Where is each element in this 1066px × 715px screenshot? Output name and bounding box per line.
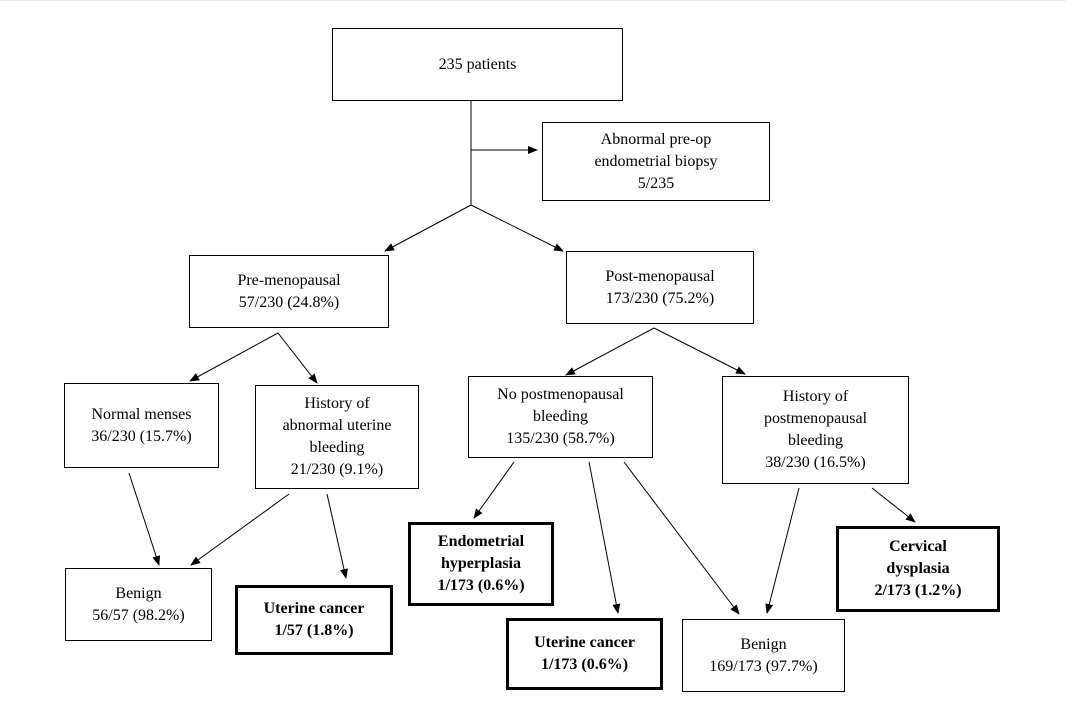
box-text: Uterine cancer: [534, 634, 635, 651]
box-text: Uterine cancer: [263, 600, 365, 617]
box-text: 169/173 (97.7%): [709, 657, 818, 675]
box-text: Abnormal pre-op: [600, 130, 712, 148]
box-no-postmenopausal-bleeding: No postmenopausal bleeding 135/230 (58.7…: [468, 376, 653, 458]
arrow-pmb-to-cervical: [871, 487, 916, 523]
box-text: hyperplasia: [440, 555, 521, 572]
arrow-aub-to-cancer: [326, 493, 348, 579]
arrow-to-pre: [384, 204, 472, 252]
box-uterine-cancer-post: Uterine cancer 1/173 (0.6%): [506, 618, 663, 690]
box-text: 173/230 (75.2%): [605, 289, 715, 307]
box-text: 21/230 (9.1%): [290, 461, 384, 478]
arrow-to-nopmb: [565, 327, 655, 376]
box-text: No postmenopausal: [497, 386, 624, 403]
box-pre-menopausal: Pre-menopausal 57/230 (24.8%): [189, 255, 389, 328]
box-text: 1/173 (0.6%): [540, 656, 629, 673]
box-text: 1/57 (1.8%): [274, 622, 354, 639]
box-text: 5/235: [637, 174, 675, 192]
box-abnormal-biopsy: Abnormal pre-op endometrial biopsy 5/235: [542, 122, 770, 201]
box-text: 135/230 (58.7%): [506, 430, 615, 447]
arrow-to-normal: [189, 332, 279, 382]
arrow-nopmb-to-benign: [623, 461, 740, 615]
box-text: History of: [782, 388, 849, 405]
box-text: bleeding: [532, 408, 589, 425]
box-text: 235 patients: [438, 55, 517, 73]
box-endometrial-hyperplasia: Endometrial hyperplasia 1/173 (0.6%): [408, 522, 554, 606]
box-text: Pre-menopausal: [237, 271, 341, 289]
box-post-menopausal: Post-menopausal 173/230 (75.2%): [566, 251, 754, 324]
arrow-nopmb-to-cancer: [588, 461, 621, 614]
box-total-patients: 235 patients: [332, 28, 623, 101]
box-text: Benign: [740, 635, 787, 653]
box-text: postmenopausal: [763, 410, 868, 427]
box-normal-menses: Normal menses 36/230 (15.7%): [64, 383, 219, 468]
box-benign-post: Benign 169/173 (97.7%): [682, 619, 845, 692]
box-text: 1/173 (0.6%): [437, 577, 525, 594]
arrow-to-pmb: [653, 327, 746, 375]
box-uterine-cancer-pre: Uterine cancer 1/57 (1.8%): [235, 585, 393, 655]
box-text: bleeding: [787, 432, 844, 449]
box-cervical-dysplasia: Cervical dysplasia 2/173 (1.2%): [836, 526, 1000, 612]
box-text: Benign: [115, 584, 162, 602]
arrow-pmb-to-benign: [765, 487, 800, 614]
top-rule: [0, 0, 1066, 1]
box-postmenopausal-bleeding: History of postmenopausal bleeding 38/23…: [722, 376, 909, 484]
box-text: Post-menopausal: [605, 267, 715, 285]
arrow-normal-to-benign: [128, 472, 161, 566]
box-text: 36/230 (15.7%): [91, 427, 192, 445]
box-benign-pre: Benign 56/57 (98.2%): [65, 568, 212, 641]
arrow-to-aub: [277, 332, 318, 384]
arrow-aub-to-benign: [190, 493, 290, 566]
box-text: 57/230 (24.8%): [238, 293, 340, 311]
box-text: 2/173 (1.2%): [874, 582, 962, 599]
box-text: Endometrial: [437, 533, 525, 550]
box-text: Cervical: [889, 538, 947, 555]
box-text: endometrial biopsy: [594, 152, 718, 170]
box-text: bleeding: [309, 439, 365, 456]
arrow-nopmb-to-hyper: [473, 461, 515, 519]
box-text: Normal menses: [91, 405, 192, 423]
box-text: 38/230 (16.5%): [765, 454, 866, 471]
box-text: History of: [304, 395, 370, 412]
arrow-to-post: [470, 204, 564, 252]
box-text: dysplasia: [886, 560, 950, 577]
box-text: 56/57 (98.2%): [92, 606, 185, 624]
box-text: abnormal uterine: [282, 417, 392, 434]
box-abnormal-uterine-bleeding: History of abnormal uterine bleeding 21/…: [255, 385, 419, 489]
